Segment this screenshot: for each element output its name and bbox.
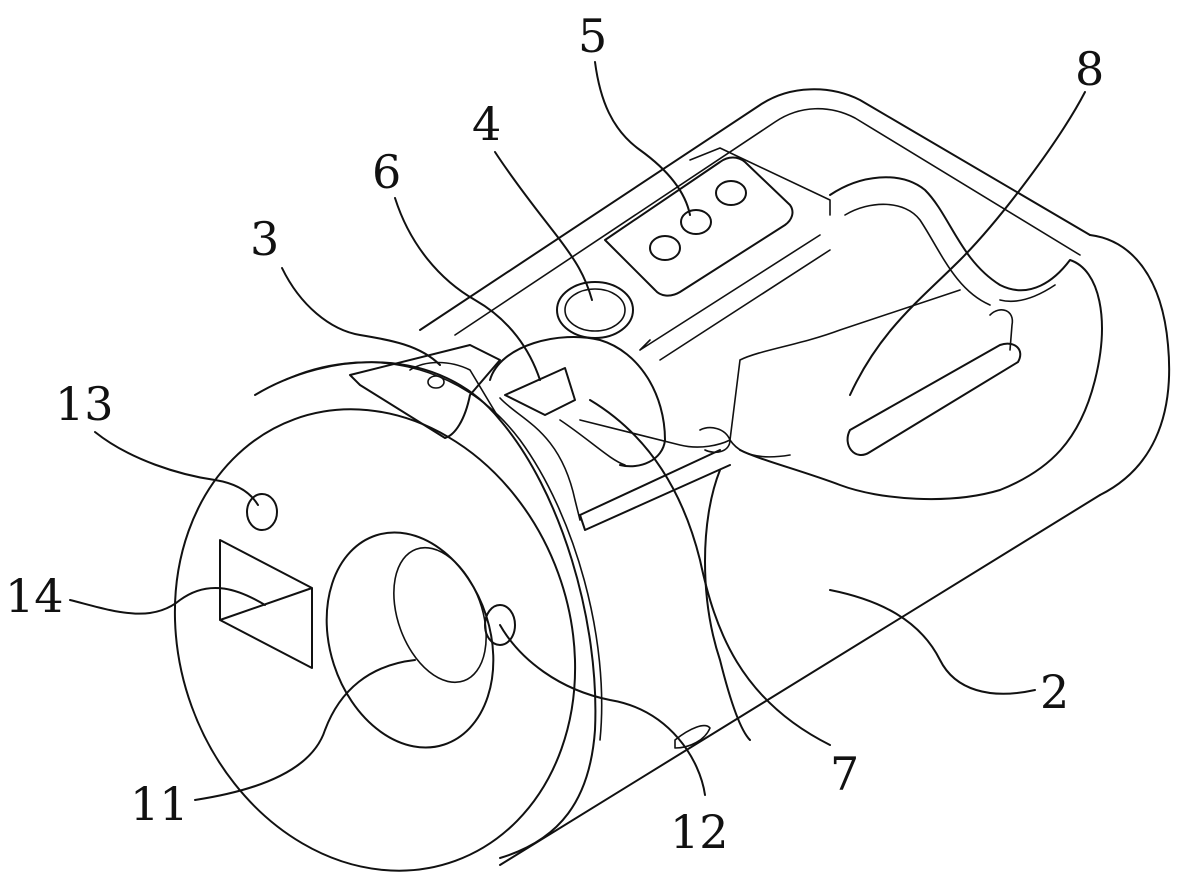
callout-7: 7 (830, 747, 859, 801)
button-3-icon (716, 181, 746, 205)
callout-6: 6 (372, 145, 401, 199)
housing-top-right-edge (420, 89, 1090, 330)
handle-opening (740, 177, 1102, 499)
label-window (220, 540, 312, 668)
leader-14 (70, 588, 265, 614)
bore-outer (300, 511, 520, 770)
grip-bar (848, 344, 1021, 455)
callout-2: 2 (1040, 665, 1069, 719)
control-panel (605, 148, 830, 360)
hole-13 (247, 494, 277, 530)
rotary-knob (557, 282, 633, 338)
front-disc (111, 352, 638, 884)
leader-11 (195, 660, 415, 800)
housing-right-end (1090, 235, 1169, 495)
callout-14: 14 (5, 569, 64, 623)
control-panel-bezel (690, 148, 830, 215)
callout-11: 11 (130, 777, 189, 831)
housing-bottom-edge (500, 495, 1100, 865)
callout-5: 5 (578, 9, 607, 63)
disc-face (111, 352, 638, 884)
callout-13: 13 (55, 377, 114, 431)
control-panel-outline (605, 158, 792, 296)
leader-13 (95, 432, 258, 505)
callout-labels: 2 3 4 5 6 7 8 11 12 13 14 (5, 9, 1104, 859)
bore-inner (377, 535, 504, 695)
housing-top-rim (455, 109, 1080, 335)
button-2-icon (681, 210, 711, 234)
callout-4: 4 (472, 97, 501, 151)
pivot-arm (580, 420, 730, 452)
recess-floor (730, 290, 960, 457)
callout-3: 3 (250, 212, 279, 266)
leader-lines (70, 62, 1085, 800)
knob-inner (565, 289, 625, 331)
button-1-icon (650, 236, 680, 260)
leader-6 (395, 198, 540, 380)
callout-8: 8 (1075, 42, 1104, 96)
cutter-assembly (490, 337, 730, 530)
blade (505, 368, 575, 415)
knob-outer (557, 282, 633, 338)
bottom-slot (675, 726, 710, 748)
leader-3 (282, 268, 440, 365)
callout-12: 12 (670, 805, 729, 859)
leader-8 (850, 92, 1085, 395)
